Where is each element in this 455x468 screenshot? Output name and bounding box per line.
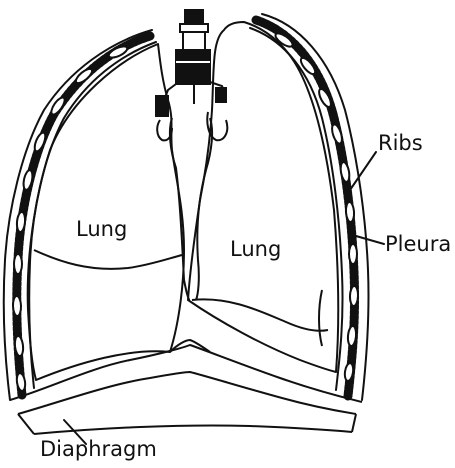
pleura-leader-line bbox=[356, 236, 384, 244]
diaphragm bbox=[10, 345, 362, 434]
trachea-bronchi bbox=[157, 112, 227, 300]
right-rib-ovals bbox=[274, 31, 359, 381]
left-lung bbox=[28, 44, 184, 380]
syringe-icon bbox=[156, 10, 226, 116]
right-chest-wall bbox=[250, 14, 369, 400]
ribs-leader-line bbox=[350, 152, 376, 190]
left-lung-label: Lung bbox=[76, 217, 127, 241]
ribs-label: Ribs bbox=[378, 131, 423, 155]
right-lung-label: Lung bbox=[230, 237, 281, 261]
diaphragm-label: Diaphragm bbox=[40, 437, 157, 461]
pleura-label: Pleura bbox=[385, 232, 451, 256]
left-chest-wall bbox=[4, 30, 156, 400]
